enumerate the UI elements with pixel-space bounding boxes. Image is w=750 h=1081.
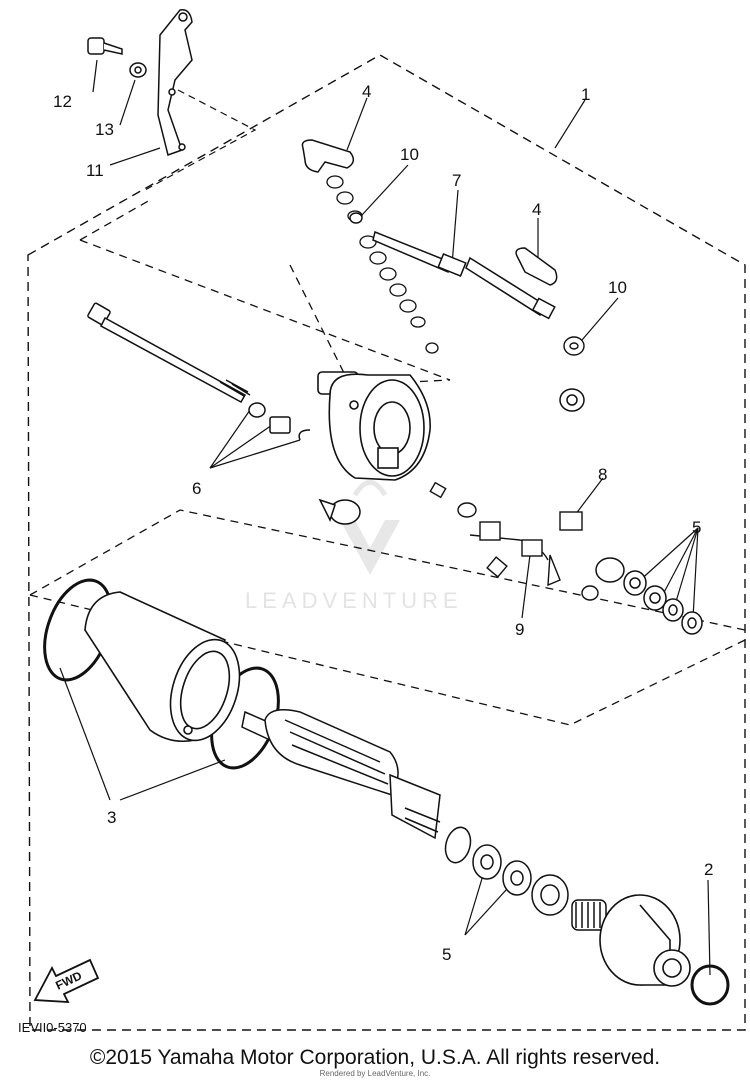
washer-stack-part: [595, 557, 703, 635]
callout-10b: 10: [608, 278, 627, 297]
copyright-notice: ©2015 Yamaha Motor Corporation, U.S.A. A…: [89, 1046, 661, 1069]
callout-1: 1: [581, 85, 590, 104]
callout-4a: 4: [362, 82, 371, 101]
yoke-part: [84, 591, 241, 743]
front-o-ring-part: [690, 964, 730, 1006]
lug-part: [349, 212, 585, 356]
armature-part: [241, 709, 441, 840]
callout-4b: 4: [532, 200, 541, 219]
brush-part: [429, 481, 599, 601]
watermark-text: LEADVENTURE: [245, 588, 463, 613]
terminal-cover-part-b: [515, 247, 558, 286]
callout-13: 13: [95, 120, 114, 139]
callout-6: 6: [192, 479, 201, 498]
callout-7: 7: [452, 171, 461, 190]
front-cover-part: [599, 894, 691, 987]
clip-washer-part: [444, 826, 532, 896]
terminal-bolt-part: [372, 230, 556, 320]
rendered-by-note: Rendered by LeadVenture, Inc.: [319, 1069, 431, 1078]
fwd-arrow-icon: FWD: [33, 958, 100, 1003]
callout-5a: 5: [692, 518, 701, 537]
rear-cover-part: [317, 371, 431, 481]
nut-stack-part: [326, 175, 439, 354]
callout-2: 2: [704, 860, 713, 879]
terminal-cover-part: [301, 139, 355, 173]
bolt-part: [87, 37, 123, 55]
bracket-outline-11: [144, 89, 257, 191]
callout-8: 8: [598, 465, 607, 484]
leader-lines: [59, 59, 711, 976]
callout-3: 3: [107, 808, 116, 827]
diagram-code: IEVII0-5370: [18, 1020, 87, 1035]
callout-5b: 5: [442, 945, 451, 964]
bracket-part: [157, 9, 193, 156]
bearing-part: [318, 388, 585, 525]
callout-9: 9: [515, 620, 524, 639]
callout-12: 12: [53, 92, 72, 111]
callout-labels: 1 2 3 4 4 5 5 6 7 8 9 10 10 11 12 13: [53, 82, 713, 964]
callout-10a: 10: [400, 145, 419, 164]
callout-11: 11: [86, 161, 104, 180]
assembly-outline-1: [27, 54, 746, 1031]
washer-part: [129, 62, 147, 78]
through-bolt-part: [87, 302, 311, 441]
front-bearing-part: [531, 874, 607, 931]
leadventure-watermark: LEADVENTURE: [245, 480, 463, 613]
